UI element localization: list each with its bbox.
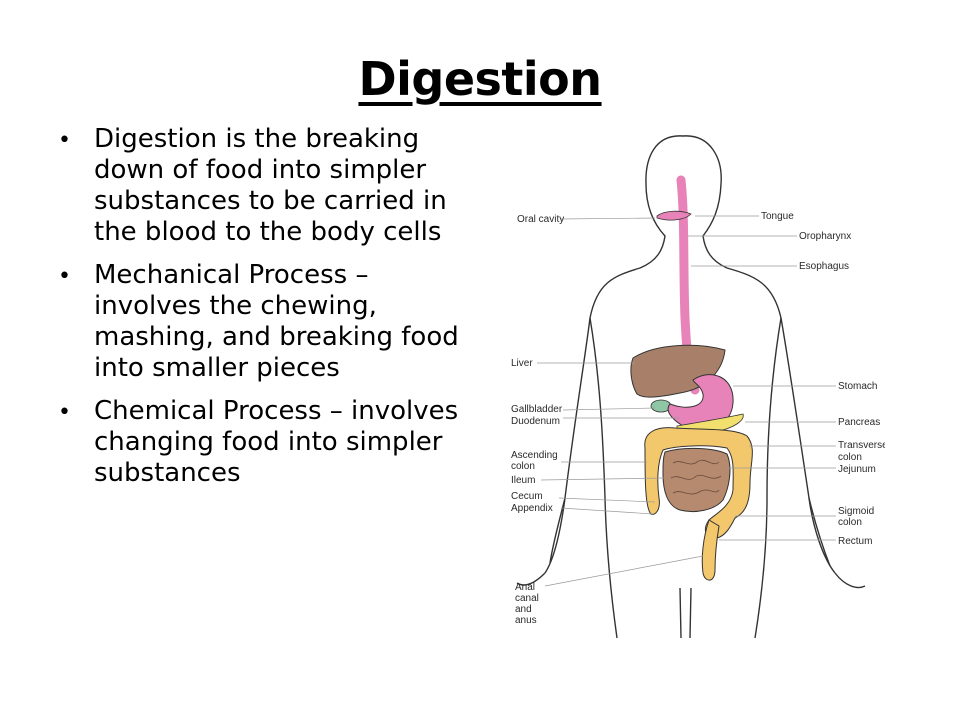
bullet-item: • Mechanical Process – involves the chewi… xyxy=(56,260,476,384)
label-anal-canal-2: canal xyxy=(515,593,539,604)
label-transverse-colon-2: colon xyxy=(838,452,862,463)
label-transverse-colon: Transverse xyxy=(838,440,885,451)
label-cecum: Cecum xyxy=(511,491,543,502)
bullet-item: • Digestion is the breaking down of food … xyxy=(56,124,476,248)
digestive-system-diagram: Oral cavity Tongue Oropharynx Esophagus … xyxy=(511,135,885,639)
bullet-icon: • xyxy=(58,264,71,289)
label-pancreas: Pancreas xyxy=(838,417,880,428)
label-rectum: Rectum xyxy=(838,536,872,547)
label-liver: Liver xyxy=(511,358,533,369)
bullet-item: • Chemical Process – involves changing fo… xyxy=(56,396,476,489)
leader-lines xyxy=(537,215,836,587)
label-ascending-colon-2: colon xyxy=(511,461,535,472)
bullet-list: • Digestion is the breaking down of food … xyxy=(56,124,476,501)
label-ileum: Ileum xyxy=(511,475,535,486)
rectum-shape xyxy=(701,519,720,581)
label-sigmoid-colon: Sigmoid xyxy=(838,506,874,517)
label-duodenum: Duodenum xyxy=(511,416,560,427)
label-oral-cavity: Oral cavity xyxy=(517,214,564,225)
small-intestine-shape xyxy=(662,447,731,513)
oral-cavity-shape xyxy=(656,210,692,221)
label-stomach: Stomach xyxy=(838,381,877,392)
bullet-text: Mechanical Process – involves the chewin… xyxy=(94,260,459,383)
bullet-text: Digestion is the breaking down of food i… xyxy=(94,124,447,247)
label-oropharynx: Oropharynx xyxy=(799,231,851,242)
label-anal-canal-4: anus xyxy=(515,615,537,626)
body-outline xyxy=(516,135,866,639)
label-appendix: Appendix xyxy=(511,503,553,514)
bullet-text: Chemical Process – involves changing foo… xyxy=(94,396,459,488)
slide-title: Digestion xyxy=(358,52,602,106)
label-tongue: Tongue xyxy=(761,211,794,222)
label-sigmoid-colon-2: colon xyxy=(838,517,862,528)
label-esophagus: Esophagus xyxy=(799,261,849,272)
stomach-shape xyxy=(667,374,734,431)
label-anal-canal: Anal xyxy=(515,582,535,593)
bullet-icon: • xyxy=(58,128,71,153)
label-anal-canal-3: and xyxy=(515,604,532,615)
label-ascending-colon: Ascending xyxy=(511,450,558,461)
bullet-icon: • xyxy=(58,400,71,425)
label-gallbladder: Gallbladder xyxy=(511,404,563,415)
diagram-labels: Oral cavity Tongue Oropharynx Esophagus … xyxy=(511,211,885,626)
intestine-loops xyxy=(670,459,722,495)
label-jejunum: Jejunum xyxy=(838,464,876,475)
